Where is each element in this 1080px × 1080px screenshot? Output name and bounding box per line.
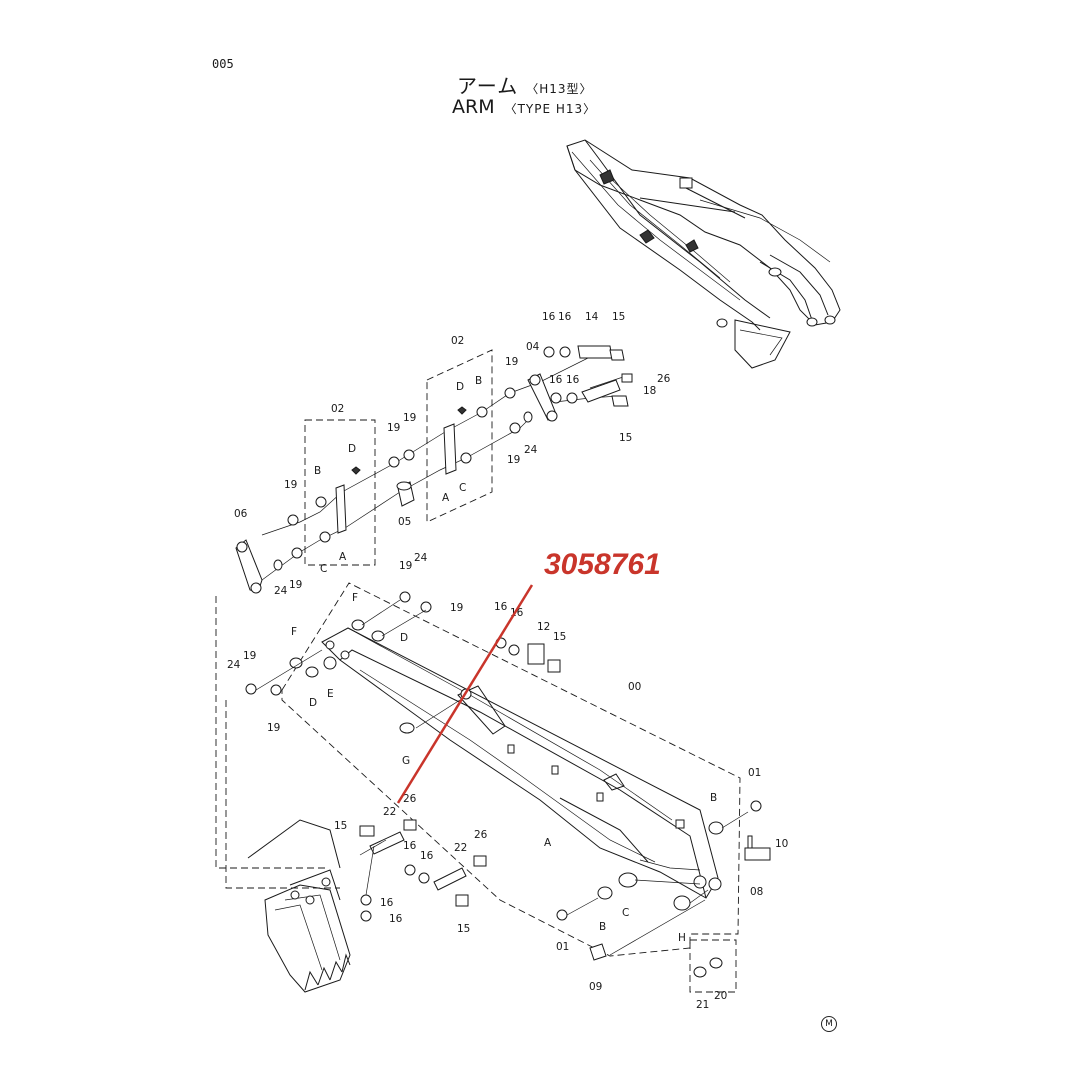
callout-19a: 19 [505,356,518,368]
callout-19d: 19 [403,412,416,424]
callout-06: 06 [234,508,248,520]
callout-16a: 16 [542,311,556,323]
callout-B1: B [710,792,717,804]
callout-19e: 19 [284,479,297,491]
callout-labels: 16 16 14 15 04 19 16 16 26 18 15 02 D B … [227,311,788,1011]
callout-01b: 01 [556,941,569,953]
callout-D-left: D [348,443,356,455]
callout-18: 18 [643,385,656,397]
callout-15d: 15 [334,820,347,832]
callout-15a: 15 [612,311,625,323]
excavator-overview-illustration [566,139,841,369]
callout-16e: 16 [494,601,508,613]
annotation-pointer [396,584,534,804]
arm-assembly-box [281,582,741,957]
callout-19g: 19 [399,560,412,572]
bucket-illustration [247,819,351,993]
callout-16h: 16 [420,850,434,862]
title-japanese-text: アーム [457,74,519,98]
sub-assembly-box-02-left [304,419,376,566]
callout-02-left: 02 [331,403,344,415]
page-number: 005 [212,57,234,71]
callout-20: 20 [714,990,727,1002]
callout-16g: 16 [403,840,417,852]
callout-02-right: 02 [451,335,464,347]
callout-22a: 22 [383,806,396,818]
callout-A-arm: A [544,837,552,849]
callout-16d: 16 [566,374,580,386]
part-number-annotation: 3058761 [544,548,661,581]
callout-D-right: D [456,381,464,393]
callout-24b: 24 [274,585,288,597]
lower-bolt-group [359,819,487,922]
callout-16b: 16 [558,311,572,323]
callout-00: 00 [628,681,641,693]
manufacturer-mark: M [821,1016,837,1032]
callout-19h: 19 [450,602,463,614]
callout-A-right: A [442,492,450,504]
callout-16i: 16 [380,897,394,909]
callout-C2: C [622,907,629,919]
callout-10: 10 [775,838,788,850]
callout-16j: 16 [389,913,403,925]
callout-19f: 19 [289,579,302,591]
callout-09: 09 [589,981,602,993]
callout-12: 12 [537,621,550,633]
sub-assembly-box-02-right [426,349,493,523]
callout-B-left: B [314,465,321,477]
callout-A-left: A [339,551,347,563]
callout-04: 04 [526,341,540,353]
callout-26c: 26 [474,829,488,841]
callout-22b: 22 [454,842,467,854]
callout-14: 14 [585,311,599,323]
callout-24d: 24 [227,659,241,671]
callout-15e: 15 [457,923,470,935]
callout-16c: 16 [549,374,563,386]
callout-21: 21 [696,999,709,1011]
arm-body-00 [245,582,771,993]
title-english-text: ARM [452,96,495,118]
callout-19j: 19 [267,722,280,734]
callout-D2: D [309,697,317,709]
link-assembly-group [235,345,633,594]
title-english: ARM 〈TYPE H13〉 [452,96,596,118]
callout-C-right: C [459,482,466,494]
callout-15c: 15 [553,631,566,643]
callout-C-left: C [320,563,327,575]
callout-24a: 24 [524,444,538,456]
callout-F2: F [291,626,297,638]
callout-01a: 01 [748,767,761,779]
callout-G: G [402,755,410,767]
callout-D1: D [400,632,408,644]
callout-26b: 26 [403,793,417,805]
callout-26a: 26 [657,373,671,385]
callout-19c: 19 [387,422,400,434]
callout-08: 08 [750,886,763,898]
callout-F1: F [352,592,358,604]
callout-B-right: B [475,375,482,387]
callout-05: 05 [398,516,411,528]
title-english-type: 〈TYPE H13〉 [504,102,597,116]
callout-E: E [327,688,334,700]
callout-19b: 19 [507,454,520,466]
title-japanese: アーム〈H13型〉 [457,70,593,99]
dashed-leader-left-inner [225,700,340,889]
callout-H: H [678,932,686,944]
callout-19i: 19 [243,650,256,662]
callout-B2: B [599,921,606,933]
title-japanese-type: 〈H13型〉 [526,82,593,96]
callout-15b: 15 [619,432,632,444]
callout-24c: 24 [414,552,428,564]
dashed-leader-left [215,596,328,869]
